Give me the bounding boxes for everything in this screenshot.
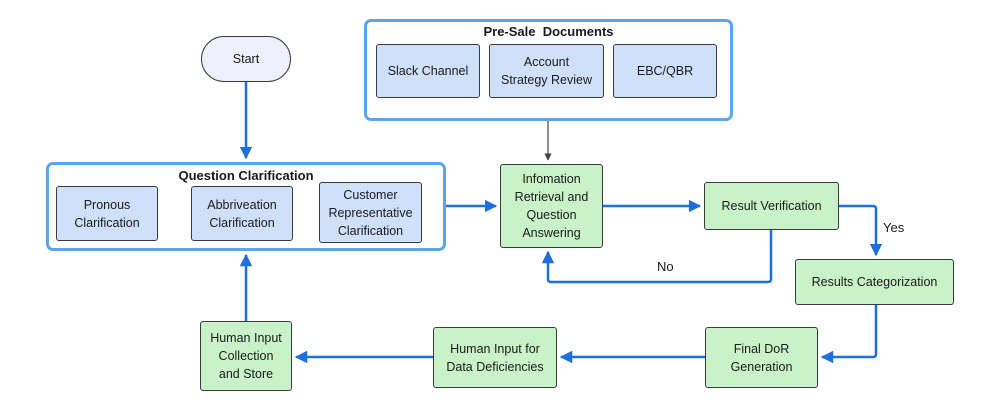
result-verification-label: Result Verification (721, 199, 822, 213)
slack-channel-node: Slack Channel (376, 44, 480, 98)
final-dor-generation-node: Final DoR Generation (705, 327, 818, 388)
information-retrieval-label: Infomation Retrieval and Question Answer… (514, 172, 589, 240)
human-input-collection-label: Human Input Collection and Store (210, 331, 282, 381)
information-retrieval-node: Infomation Retrieval and Question Answer… (500, 164, 603, 248)
customer-representative-clarification-node: Customer Representative Clarification (319, 182, 422, 243)
edge-verification-no-to-retrieval (541, 230, 773, 284)
human-input-data-deficiencies-label: Human Input for Data Deficiencies (446, 341, 544, 374)
start-label: Start (232, 52, 260, 66)
edge-categorization-to-final (820, 305, 878, 364)
results-categorization-node: Results Categorization (795, 259, 954, 305)
slack-channel-label: Slack Channel (387, 64, 469, 78)
edge-label-no: No (657, 259, 674, 274)
abbreviation-clarification-node: Abbriveation Clarification (191, 186, 293, 241)
results-categorization-label: Results Categorization (811, 275, 938, 289)
presale-documents-title: Pre-Sale Documents (483, 24, 614, 39)
pronous-clarification-label: Pronous Clarification (74, 197, 140, 230)
edge-label-yes: Yes (883, 220, 905, 235)
edge-verification-yes-to-categorization (839, 204, 883, 257)
start-node: Start (201, 36, 291, 82)
ebc-qbr-label: EBC/QBR (636, 64, 694, 78)
human-input-data-deficiencies-node: Human Input for Data Deficiencies (433, 327, 557, 388)
account-strategy-review-node: Account Strategy Review (489, 44, 604, 98)
ebc-qbr-node: EBC/QBR (613, 44, 717, 98)
pronous-clarification-node: Pronous Clarification (56, 186, 158, 241)
abbreviation-clarification-label: Abbriveation Clarification (207, 197, 277, 230)
customer-representative-clarification-label: Customer Representative Clarification (328, 187, 413, 238)
result-verification-node: Result Verification (704, 182, 839, 230)
question-clarification-title: Question Clarification (178, 168, 314, 183)
account-strategy-review-label: Account Strategy Review (500, 55, 592, 87)
final-dor-generation-label: Final DoR Generation (730, 341, 793, 374)
human-input-collection-node: Human Input Collection and Store (200, 321, 292, 391)
